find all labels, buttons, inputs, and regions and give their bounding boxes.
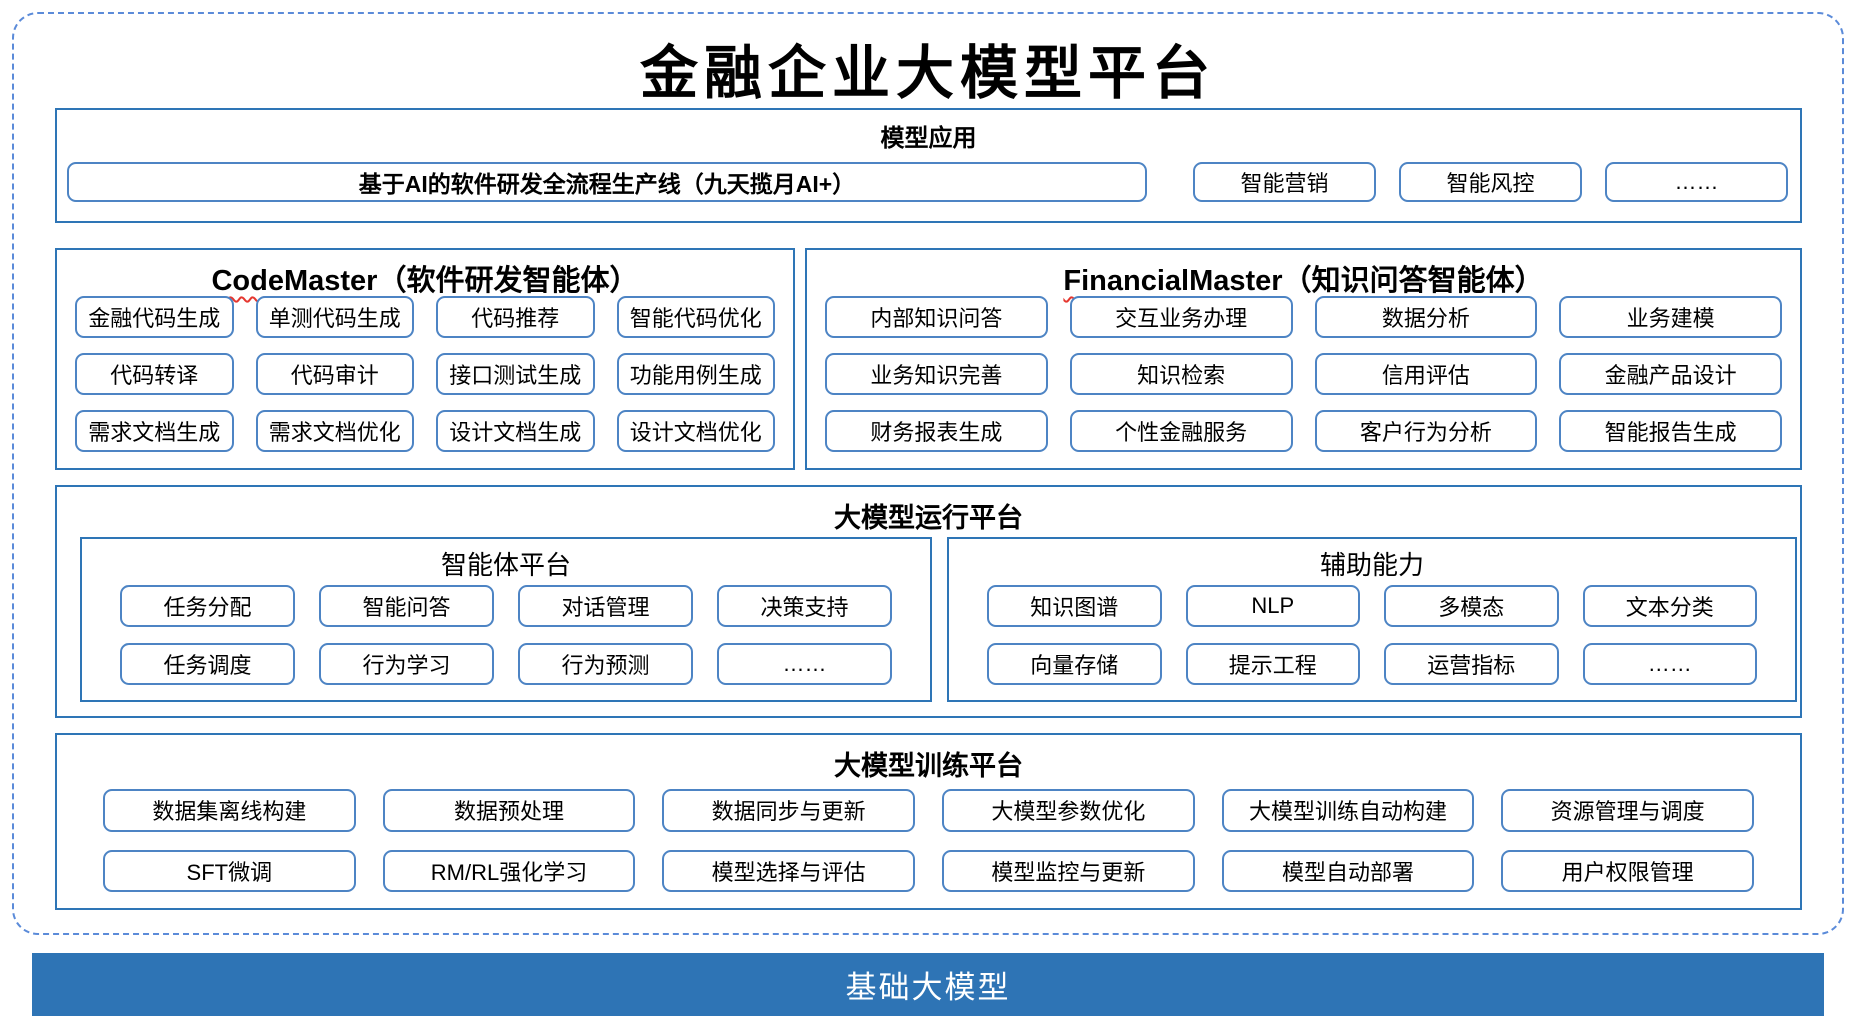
app-item-box: 智能营销 [1193,162,1376,202]
foundation-model-label: 基础大模型 [845,970,1011,1005]
agent-platform-item: 智能问答 [319,585,494,627]
codemaster-item: 功能用例生成 [616,353,775,395]
agent-platform-item: …… [717,643,892,685]
aux-capability-grid: 知识图谱 NLP 多模态 文本分类 向量存储 提示工程 运营指标 …… [987,585,1757,685]
training-item: 资源管理与调度 [1501,789,1754,832]
codemaster-title: CodeMaster（软件研发智能体） [57,257,793,299]
aux-capability-item: 向量存储 [987,643,1162,685]
agent-platform-title: 智能体平台 [440,550,571,580]
aux-capability-subsection: 辅助能力 知识图谱 NLP 多模态 文本分类 向量存储 提示工程 运营指标 …… [947,537,1797,702]
financialmaster-item: 财务报表生成 [825,410,1048,452]
training-item: 模型选择与评估 [662,849,915,892]
training-item: SFT微调 [103,849,356,892]
financialmaster-section: FinancialMaster（知识问答智能体） 内部知识问答 交互业务办理 数… [805,248,1802,470]
aux-capability-item: 提示工程 [1185,643,1360,685]
codemaster-subtitle: （软件研发智能体） [377,265,639,297]
aux-capability-item: 知识图谱 [987,585,1162,627]
aux-capability-item: 文本分类 [1582,585,1757,627]
agent-platform-subsection: 智能体平台 任务分配 智能问答 对话管理 决策支持 任务调度 行为学习 行为预测… [80,537,932,702]
financialmaster-item: 智能报告生成 [1559,410,1782,452]
aux-capability-item: …… [1582,643,1757,685]
financialmaster-item: 业务知识完善 [825,353,1048,395]
training-item: 数据集离线构建 [103,789,356,832]
financialmaster-grid: 内部知识问答 交互业务办理 数据分析 业务建模 业务知识完善 知识检索 信用评估… [825,296,1782,452]
training-item: 用户权限管理 [1501,849,1754,892]
model-application-section: 模型应用 基于AI的软件研发全流程生产线（九天揽月AI+） 智能营销 智能风控 … [55,108,1802,223]
aux-capability-item: 运营指标 [1384,643,1559,685]
financialmaster-item: 内部知识问答 [825,296,1048,338]
codemaster-item: 设计文档生成 [436,410,595,452]
foundation-model-bar: 基础大模型 [32,953,1824,1016]
codemaster-item: 接口测试生成 [436,353,595,395]
agent-platform-item: 行为预测 [518,643,693,685]
training-item: 数据同步与更新 [662,789,915,832]
financialmaster-item: 信用评估 [1314,353,1538,395]
financialmaster-item: 客户行为分析 [1314,410,1538,452]
model-application-row: 基于AI的软件研发全流程生产线（九天揽月AI+） 智能营销 智能风控 …… [67,162,1811,202]
financialmaster-item: 金融产品设计 [1559,353,1782,395]
training-item: 大模型参数优化 [942,789,1195,832]
codemaster-item: 单测代码生成 [255,296,414,338]
agent-platform-item: 决策支持 [717,585,892,627]
financialmaster-item: 交互业务办理 [1069,296,1293,338]
financialmaster-name: FinancialMaster [1063,265,1283,297]
financialmaster-item: 知识检索 [1069,353,1293,395]
agent-platform-item: 任务分配 [120,585,295,627]
training-item: 模型监控与更新 [942,849,1195,892]
outer-dashed-frame [12,12,1844,935]
aux-capability-item: NLP [1185,585,1360,627]
ai-pipeline-box: 基于AI的软件研发全流程生产线（九天揽月AI+） [67,162,1147,202]
codemaster-item: 代码转译 [75,353,234,395]
codemaster-grid: 金融代码生成 单测代码生成 代码推荐 智能代码优化 代码转译 代码审计 接口测试… [75,296,775,452]
agent-platform-item: 任务调度 [120,643,295,685]
aux-capability-title: 辅助能力 [1319,550,1424,580]
app-item-box: …… [1605,162,1788,202]
financialmaster-title: FinancialMaster（知识问答智能体） [807,257,1800,299]
agent-platform-item: 行为学习 [319,643,494,685]
financialmaster-item: 业务建模 [1559,296,1782,338]
training-platform-title: 大模型训练平台 [834,751,1023,781]
financialmaster-item: 个性金融服务 [1069,410,1293,452]
codemaster-item: 代码审计 [255,353,414,395]
aux-capability-item: 多模态 [1384,585,1559,627]
codemaster-section: CodeMaster（软件研发智能体） 金融代码生成 单测代码生成 代码推荐 智… [55,248,795,470]
training-platform-grid: 数据集离线构建 数据预处理 数据同步与更新 大模型参数优化 大模型训练自动构建 … [103,789,1754,892]
codemaster-name: CodeMaster [211,265,378,297]
training-item: 模型自动部署 [1221,849,1475,892]
financialmaster-item: 数据分析 [1314,296,1538,338]
codemaster-item: 金融代码生成 [75,296,234,338]
runtime-platform-title: 大模型运行平台 [834,503,1023,533]
codemaster-item: 代码推荐 [436,296,595,338]
agent-platform-grid: 任务分配 智能问答 对话管理 决策支持 任务调度 行为学习 行为预测 …… [120,585,892,685]
app-item-box: 智能风控 [1399,162,1582,202]
codemaster-item: 智能代码优化 [616,296,775,338]
model-application-title: 模型应用 [880,125,977,152]
agent-platform-item: 对话管理 [518,585,693,627]
training-item: 数据预处理 [382,789,636,832]
runtime-platform-section: 大模型运行平台 智能体平台 任务分配 智能问答 对话管理 决策支持 任务调度 行… [55,485,1802,718]
codemaster-item: 设计文档优化 [616,410,775,452]
financialmaster-subtitle: （知识问答智能体） [1282,265,1544,297]
codemaster-item: 需求文档生成 [75,410,234,452]
training-item: 大模型训练自动构建 [1221,789,1475,832]
page-title: 金融企业大模型平台 [639,39,1216,107]
training-item: RM/RL强化学习 [382,849,636,892]
training-platform-section: 大模型训练平台 数据集离线构建 数据预处理 数据同步与更新 大模型参数优化 大模… [55,733,1802,910]
codemaster-item: 需求文档优化 [255,410,414,452]
